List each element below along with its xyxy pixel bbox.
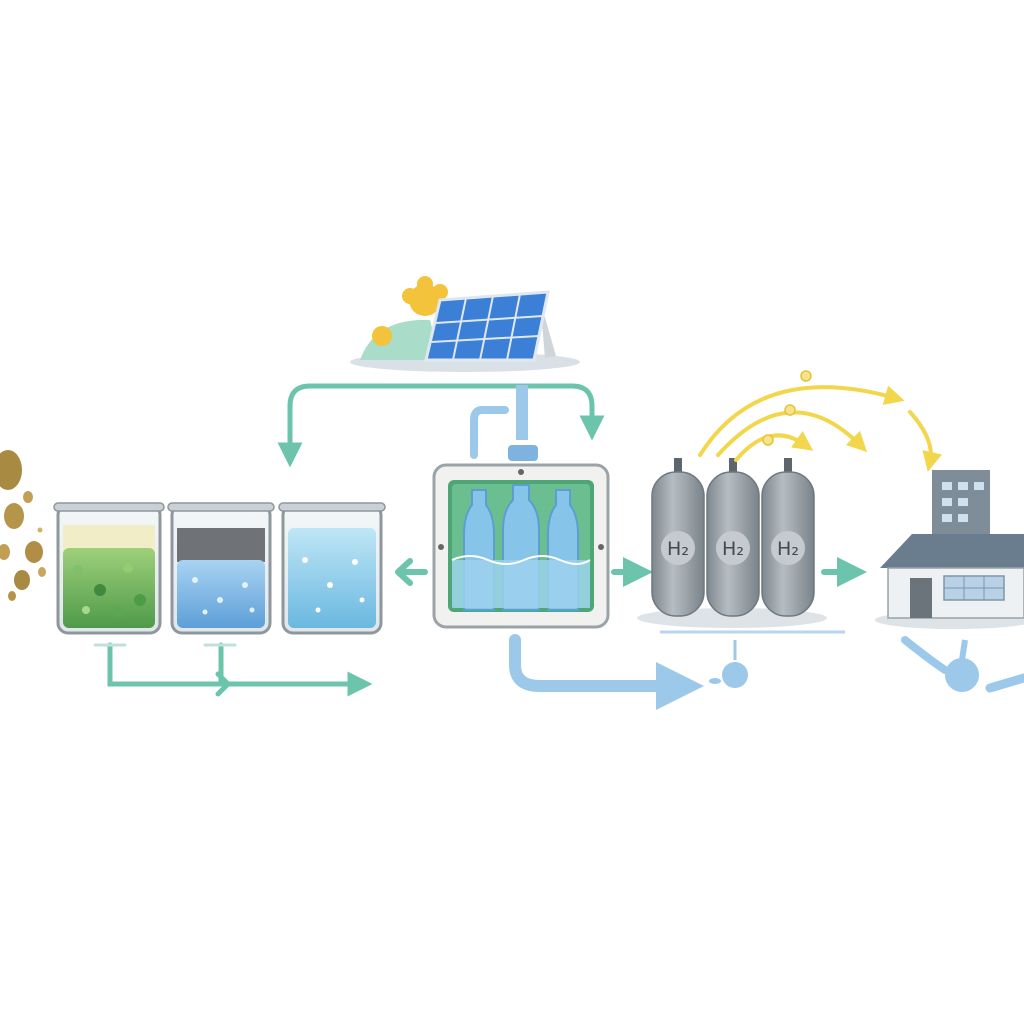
energy-arc-arrows [698,385,942,472]
tank-label: H₂ [667,538,689,560]
water-drop-icon [709,636,1024,693]
beaker-icon [167,502,275,635]
gas-cylinder-icon: H₂ [706,458,760,617]
beaker-outflow-arrow [93,642,373,697]
tank-label: H₂ [722,538,744,560]
energy-arc-nodes [762,370,812,446]
gas-cylinder-icon: H₂ [651,458,705,617]
bidirectional-arrow [395,558,428,586]
tank-label: H₂ [777,538,799,560]
power-flow-arrow [277,383,605,468]
gas-cylinder-icon: H₂ [761,458,815,617]
solar-panel-icon [350,276,580,372]
beaker-icon [53,502,165,635]
water-outflow-arrow [509,634,704,710]
beaker-icon [278,502,386,635]
electrolyzer-icon [432,385,610,629]
sludge-droplets-icon [0,450,46,601]
building-icon [875,470,1024,629]
